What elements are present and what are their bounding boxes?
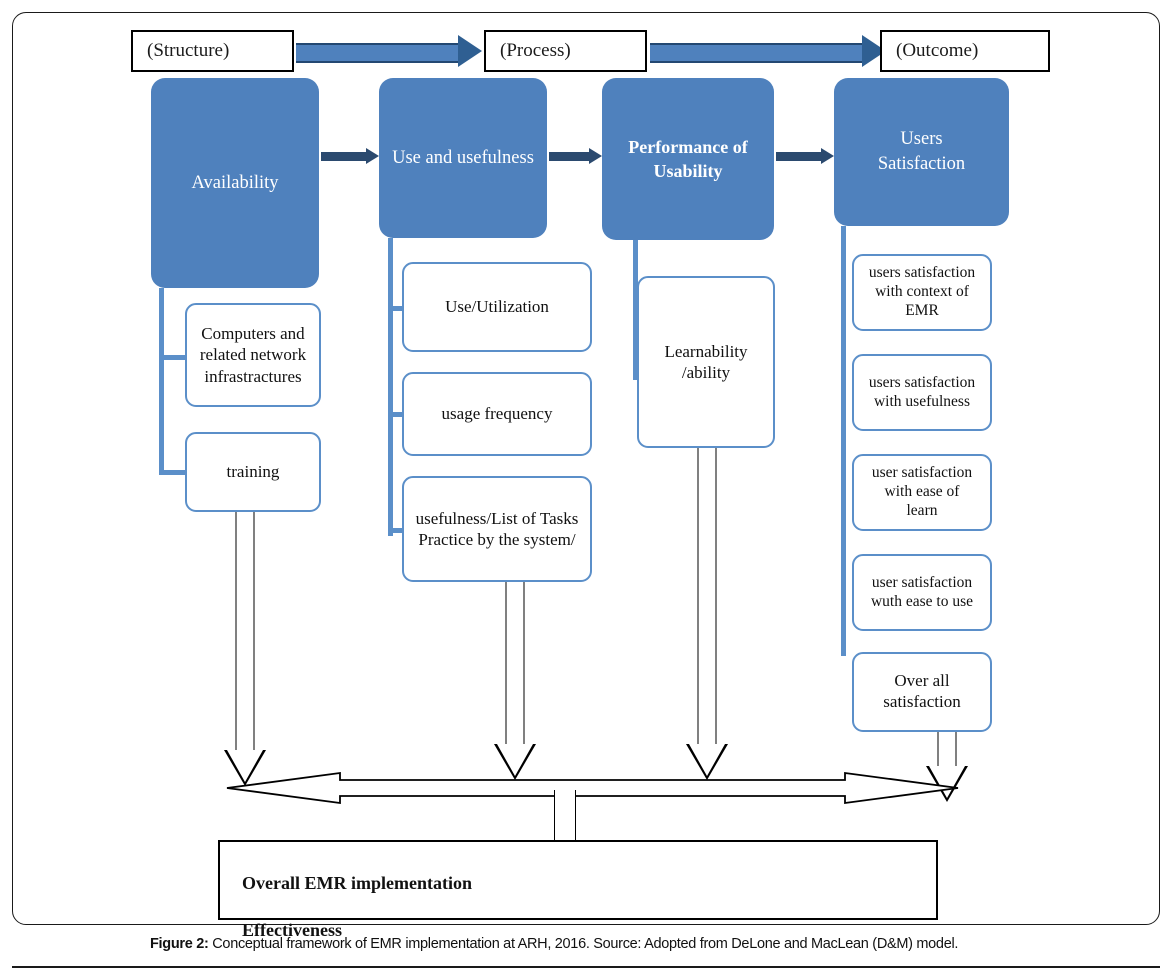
item-user-satisfaction-wuth-ease-to-use: user satisfaction wuth ease to use (852, 554, 992, 631)
item-label: users satisfaction with context of EMR (868, 264, 976, 319)
item-label: Learnability /ability (664, 341, 748, 382)
header-arrow-process-to-outcome (650, 35, 886, 67)
caption-label: Figure 2: (150, 936, 209, 952)
connector-stub-availability-1 (159, 355, 187, 360)
down-arrow-availability (220, 512, 270, 786)
result-line-2: Effectiveness (242, 919, 342, 940)
item-usefulness-list-of-tasks: usefulness/List of Tasks Practice by the… (402, 476, 592, 582)
header-label-outcome: (Outcome) (896, 40, 979, 61)
header-label-structure: (Structure) (147, 40, 230, 61)
item-label: Computers and related network infrastrac… (199, 324, 307, 386)
item-computers-and-related-network-infrastractures: Computers and related network infrastrac… (185, 303, 321, 407)
down-arrow-use-and-usefulness (490, 582, 540, 782)
item-over-all-satisfaction: Over all satisfaction (852, 652, 992, 732)
connector-trunk-satisfaction (841, 226, 846, 656)
pillar-label-performance-of-usability: Performance of Usability (628, 136, 748, 181)
item-user-satisfaction-with-ease-of-learn: user satisfaction with ease of learn (852, 454, 992, 531)
item-label: Use/Utilization (445, 297, 549, 317)
item-label: training (226, 462, 280, 482)
item-users-satisfaction-with-usefulness: users satisfaction with usefulness (852, 354, 992, 431)
figure-caption: Figure 2: Conceptual framework of EMR im… (150, 936, 1150, 952)
header-label-process: (Process) (500, 40, 571, 61)
arrow-availability-to-use (321, 148, 379, 165)
item-label: user satisfaction with ease of learn (871, 464, 973, 519)
arrow-performance-to-satisfaction (776, 148, 834, 165)
down-arrow-users-satisfaction (922, 732, 972, 802)
caption-text: Conceptual framework of EMR implementati… (208, 936, 959, 952)
pillar-availability: Availability (151, 78, 319, 288)
pillar-label-availability: Availability (191, 172, 279, 193)
connector-trunk-availability (159, 288, 164, 474)
item-training: training (185, 432, 321, 512)
item-label: users satisfaction with usefulness (868, 373, 976, 410)
header-box-outcome: (Outcome) (880, 30, 1050, 72)
item-label: user satisfaction wuth ease to use (870, 573, 973, 610)
connector-stub-availability-2 (159, 470, 187, 475)
item-usage-frequency: usage frequency (402, 372, 592, 456)
item-learnability-ability: Learnability /ability (637, 276, 775, 448)
pillar-label-use-and-usefulness: Use and usefulness (392, 147, 534, 168)
header-box-process: (Process) (484, 30, 647, 72)
item-users-satisfaction-with-context-of-emr: users satisfaction with context of EMR (852, 254, 992, 331)
item-label: Over all satisfaction (883, 671, 961, 711)
bidirectional-arrow-bar (226, 771, 959, 805)
figure-frame (12, 12, 1160, 925)
connector-stub-use-1 (388, 306, 404, 311)
connector-stub-use-3 (388, 528, 404, 533)
connector-trunk-use (388, 238, 393, 536)
pillar-label-users-satisfaction: Users Satisfaction (877, 129, 966, 174)
down-arrow-performance-of-usability (682, 448, 732, 782)
item-label: usefulness/List of Tasks Practice by the… (415, 508, 579, 549)
header-arrow-structure-to-process (296, 35, 482, 67)
header-box-structure: (Structure) (131, 30, 294, 72)
overall-emr-implementation-effectiveness-box: Overall EMR implementation Effectiveness (218, 840, 938, 940)
item-label: usage frequency (441, 404, 553, 424)
connector-stub-use-2 (388, 412, 404, 417)
item-use-utilization: Use/Utilization (402, 262, 592, 352)
pillar-performance-of-usability: Performance of Usability (602, 78, 774, 240)
connector-trunk-performance (633, 240, 638, 380)
pillar-users-satisfaction: Users Satisfaction (834, 78, 1009, 226)
result-line-1: Overall EMR implementation (242, 873, 472, 893)
arrow-use-to-performance (549, 148, 602, 165)
caption-rule (12, 966, 1160, 968)
pillar-use-and-usefulness: Use and usefulness (379, 78, 547, 238)
